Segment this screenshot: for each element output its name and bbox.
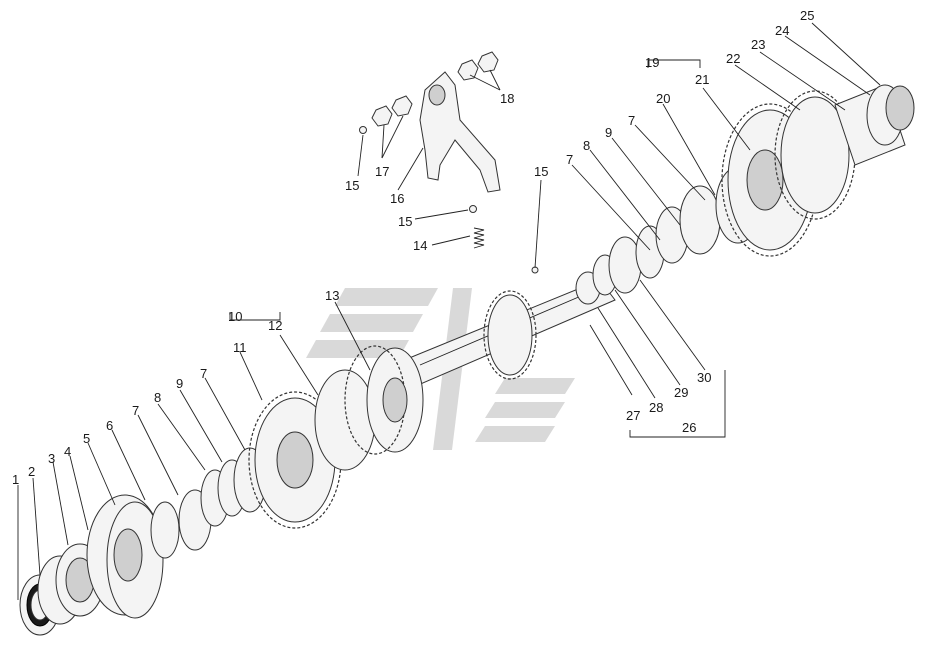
callout-23: 23 [751,37,765,52]
callout-26: 26 [682,420,696,435]
part-15-ball-a [359,126,367,134]
callout-16: 16 [390,191,404,206]
callout-17: 17 [375,164,389,179]
end-hub-23-25 [834,84,915,166]
callout-18: 18 [500,91,514,106]
leader-lines [17,22,881,600]
callout-27: 27 [626,408,640,423]
callout-22: 22 [726,51,740,66]
callout-1: 1 [12,472,19,487]
part-17-nut-a [371,105,393,127]
gear-21-22-group [721,90,856,257]
callout-4: 4 [64,444,71,459]
callout-15-mid: 15 [398,214,412,229]
part-22-gear [780,96,850,214]
part-12-hub [314,369,376,471]
part-25-nut [885,85,915,131]
callout-5: 5 [83,431,90,446]
small-fasteners [359,51,539,274]
callout-15-left: 15 [345,178,359,193]
callout-9-right: 9 [605,125,612,140]
callout-2: 2 [28,464,35,479]
center-gear [483,290,537,380]
callout-20: 20 [656,91,670,106]
part-18-nut-a [457,59,479,81]
part-14-spring [473,227,485,249]
callout-30: 30 [697,370,711,385]
callout-9-left: 9 [176,376,183,391]
part-6-seal [150,501,180,559]
callout-6: 6 [106,418,113,433]
callout-7-left-inner: 7 [200,366,207,381]
callout-25: 25 [800,8,814,23]
callout-12: 12 [268,318,282,333]
part-7-bushing-right [679,185,721,255]
shift-fork-16 [419,71,501,193]
synchronizer-13 [344,345,424,455]
callout-15-right: 15 [534,164,548,179]
callout-24: 24 [775,23,789,38]
part-15-ball-b [469,205,477,213]
callout-11: 11 [233,340,247,355]
part-18-nut-b [477,51,499,73]
callout-8-left: 8 [154,390,161,405]
gear-11-group [248,369,376,529]
part-17-nut-b [391,95,413,117]
callout-3: 3 [48,451,55,466]
callout-29: 29 [674,385,688,400]
parts-left [19,447,267,636]
callout-8-right: 8 [583,138,590,153]
callout-19: 19 [645,55,659,70]
callout-14: 14 [413,238,427,253]
callout-21: 21 [695,72,709,87]
callout-10: 10 [228,309,242,324]
callout-13: 13 [325,288,339,303]
callout-labels: 1 2 3 4 5 6 7 8 9 7 10 11 12 13 14 15 15… [12,8,814,487]
callout-7-right-inner: 7 [566,152,573,167]
callout-7-left-outer: 7 [132,403,139,418]
callout-7-right-outer: 7 [628,113,635,128]
callout-28: 28 [649,400,663,415]
